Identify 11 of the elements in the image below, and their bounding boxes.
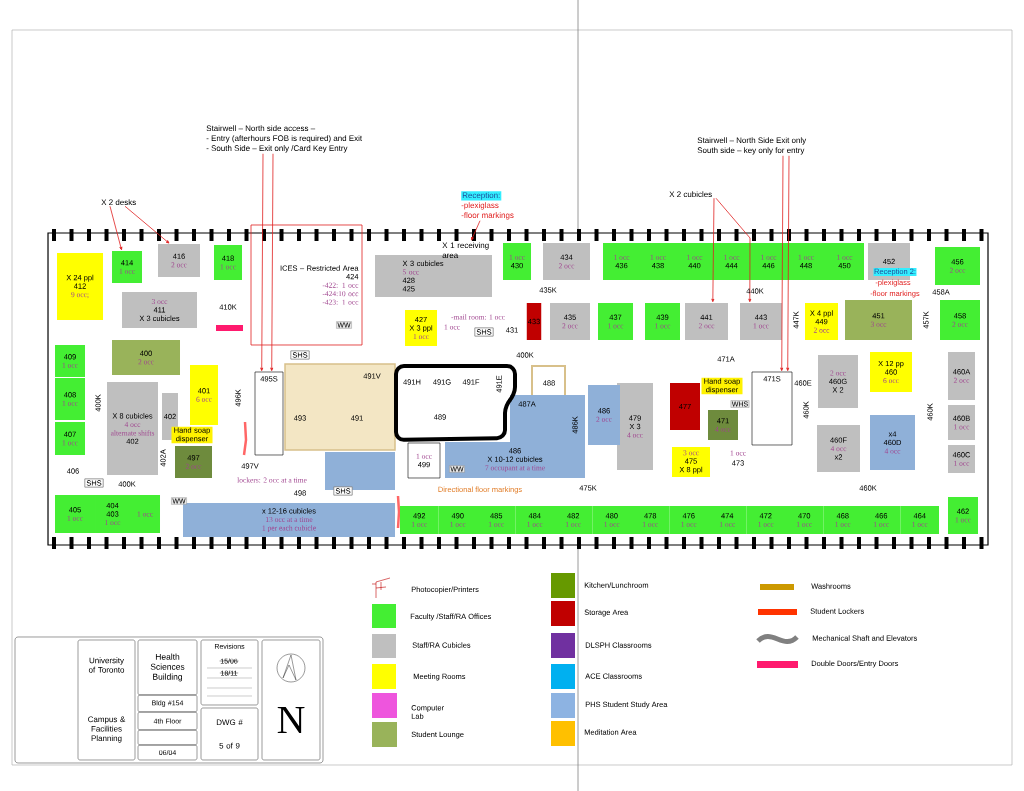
- leader-arrow: [260, 153, 264, 372]
- north-letter: N: [277, 706, 305, 734]
- leader-arrow: [124, 205, 170, 244]
- leader-arrow: [471, 220, 481, 241]
- leader-arrow: [109, 205, 123, 251]
- title-block-cell: Health Sciences Building: [137, 639, 198, 696]
- leader-arrow: [715, 197, 752, 303]
- leader-arrow: [780, 155, 784, 372]
- leader-arrow: [711, 197, 715, 303]
- leader-arrow: [786, 155, 790, 372]
- leader-arrow: [270, 153, 274, 372]
